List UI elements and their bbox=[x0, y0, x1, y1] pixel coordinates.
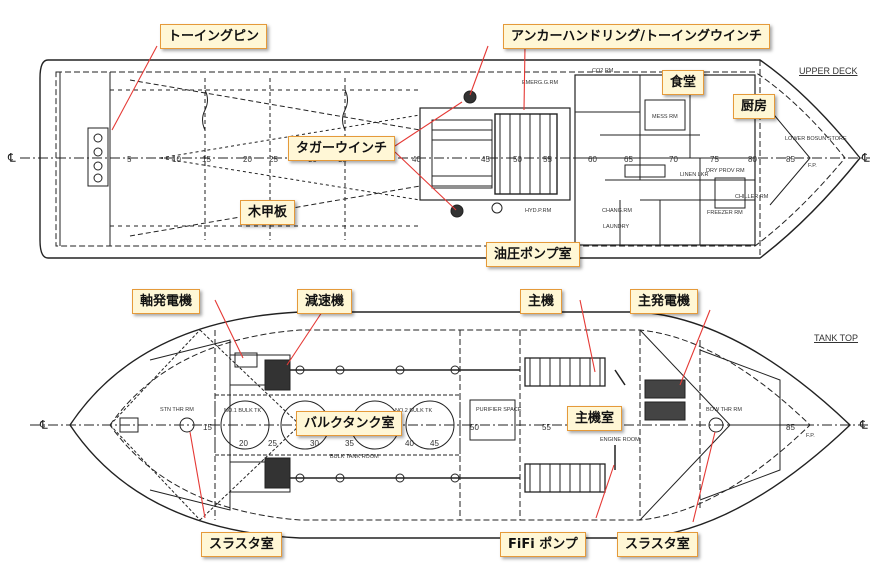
callout-thruster-room-aft: スラスタ室 bbox=[201, 532, 282, 557]
tank-top-title: TANK TOP bbox=[814, 333, 859, 343]
centerline-symbol: ℄ bbox=[859, 418, 868, 432]
frame-number: 70 bbox=[669, 155, 678, 164]
frame-number: 25 bbox=[269, 155, 278, 164]
frame-number: 75 bbox=[710, 155, 719, 164]
upper-deck-frame-numbers: 5 10 15 20 25 30 35 40 45 50 55 60 65 70… bbox=[127, 155, 795, 164]
frame-number: 45 bbox=[430, 439, 439, 448]
upper-deck-title: UPPER DECK bbox=[799, 66, 858, 76]
room-label: ENGINE ROOM bbox=[600, 437, 640, 443]
room-label: LAUNDRY bbox=[603, 224, 630, 230]
frame-number: 5 bbox=[127, 155, 132, 164]
frame-number: 40 bbox=[412, 155, 421, 164]
tank-top-room-labels: STN THR RM NO.1 BULK TK NO.2 BULK TK BUL… bbox=[160, 407, 815, 460]
frame-number: 25 bbox=[268, 439, 277, 448]
frame-number: 35 bbox=[345, 439, 354, 448]
frame-number: 80 bbox=[748, 155, 757, 164]
callout-reduction-gear: 減速機 bbox=[297, 289, 353, 314]
frame-number: 55 bbox=[542, 423, 551, 432]
room-label: CHILLER RM bbox=[735, 194, 769, 200]
callout-wood-deck: 木甲板 bbox=[240, 200, 296, 225]
frame-number: 85 bbox=[786, 423, 795, 432]
frame-number: 50 bbox=[513, 155, 522, 164]
room-label: EMERG.G.RM bbox=[522, 80, 558, 86]
room-label: NO.1 BULK TK bbox=[224, 408, 262, 414]
centerline-symbol: ℄ bbox=[7, 151, 16, 165]
room-label: MESS RM bbox=[652, 114, 678, 120]
callout-tugger-winch: タガーウインチ bbox=[288, 136, 396, 161]
callout-engine-room: 主機室 bbox=[567, 406, 623, 431]
room-label: FREEZER RM bbox=[707, 210, 743, 216]
centerline-symbol: ℄ bbox=[861, 151, 870, 165]
frame-number: 60 bbox=[588, 155, 597, 164]
centerline-symbol: ℄ bbox=[39, 418, 48, 432]
tank-top-frame-numbers: 15 20 25 30 35 40 45 50 55 85 bbox=[203, 423, 795, 448]
frame-number: 20 bbox=[239, 439, 248, 448]
frame-number: 55 bbox=[543, 155, 552, 164]
callout-anchor-handling-towing-winch: アンカーハンドリング/トーイングウインチ bbox=[503, 24, 770, 49]
callout-thruster-room-fwd: スラスタ室 bbox=[617, 532, 698, 557]
callout-galley: 厨房 bbox=[733, 94, 776, 119]
room-label: CHANG.RM bbox=[602, 208, 632, 214]
frame-number: 85 bbox=[786, 155, 795, 164]
tank-top-plan bbox=[30, 311, 870, 539]
callout-main-generator: 主発電機 bbox=[630, 289, 699, 314]
room-label: F.P. bbox=[806, 433, 815, 439]
room-label: LINEN LKR bbox=[680, 172, 708, 178]
room-label: CO2 RM bbox=[592, 68, 614, 74]
frame-number: 50 bbox=[470, 423, 479, 432]
frame-number: 20 bbox=[243, 155, 252, 164]
frame-number: 40 bbox=[405, 439, 414, 448]
room-label: PURIFIER SPACE bbox=[476, 407, 522, 413]
frame-number: 45 bbox=[481, 155, 490, 164]
callout-bulk-tank-room: バルクタンク室 bbox=[296, 411, 403, 436]
room-label: BOW THR RM bbox=[706, 407, 742, 413]
room-label: STN THR RM bbox=[160, 407, 194, 413]
room-label: F.P. bbox=[808, 163, 817, 169]
upper-deck-plan bbox=[20, 59, 870, 259]
frame-number: 15 bbox=[203, 423, 212, 432]
callout-shaft-generator: 軸発電機 bbox=[132, 289, 201, 314]
frame-number: 15 bbox=[202, 155, 211, 164]
frame-number: 30 bbox=[310, 439, 319, 448]
upper-deck-room-labels: EMERG.G.RM CO2 RM MESS RM LINEN LKR DRY … bbox=[522, 68, 847, 230]
frame-number: 10 bbox=[172, 155, 181, 164]
room-label: HYD.P.RM bbox=[525, 208, 552, 214]
room-label: DRY PROV RM bbox=[706, 168, 745, 174]
callout-towing-pin: トーイングピン bbox=[160, 24, 268, 49]
room-label: NO.2 BULK TK bbox=[395, 408, 433, 414]
room-label: BULK TANK ROOM bbox=[330, 454, 379, 460]
callout-main-engine: 主機 bbox=[520, 289, 563, 314]
callout-fifi-pump: FiFi ポンプ bbox=[500, 532, 586, 557]
callout-mess-room: 食堂 bbox=[662, 70, 705, 95]
frame-number: 65 bbox=[624, 155, 633, 164]
callout-hydraulic-pump-room: 油圧ポンプ室 bbox=[486, 242, 580, 267]
room-label: LOWER BOSUN STORE bbox=[785, 136, 847, 142]
